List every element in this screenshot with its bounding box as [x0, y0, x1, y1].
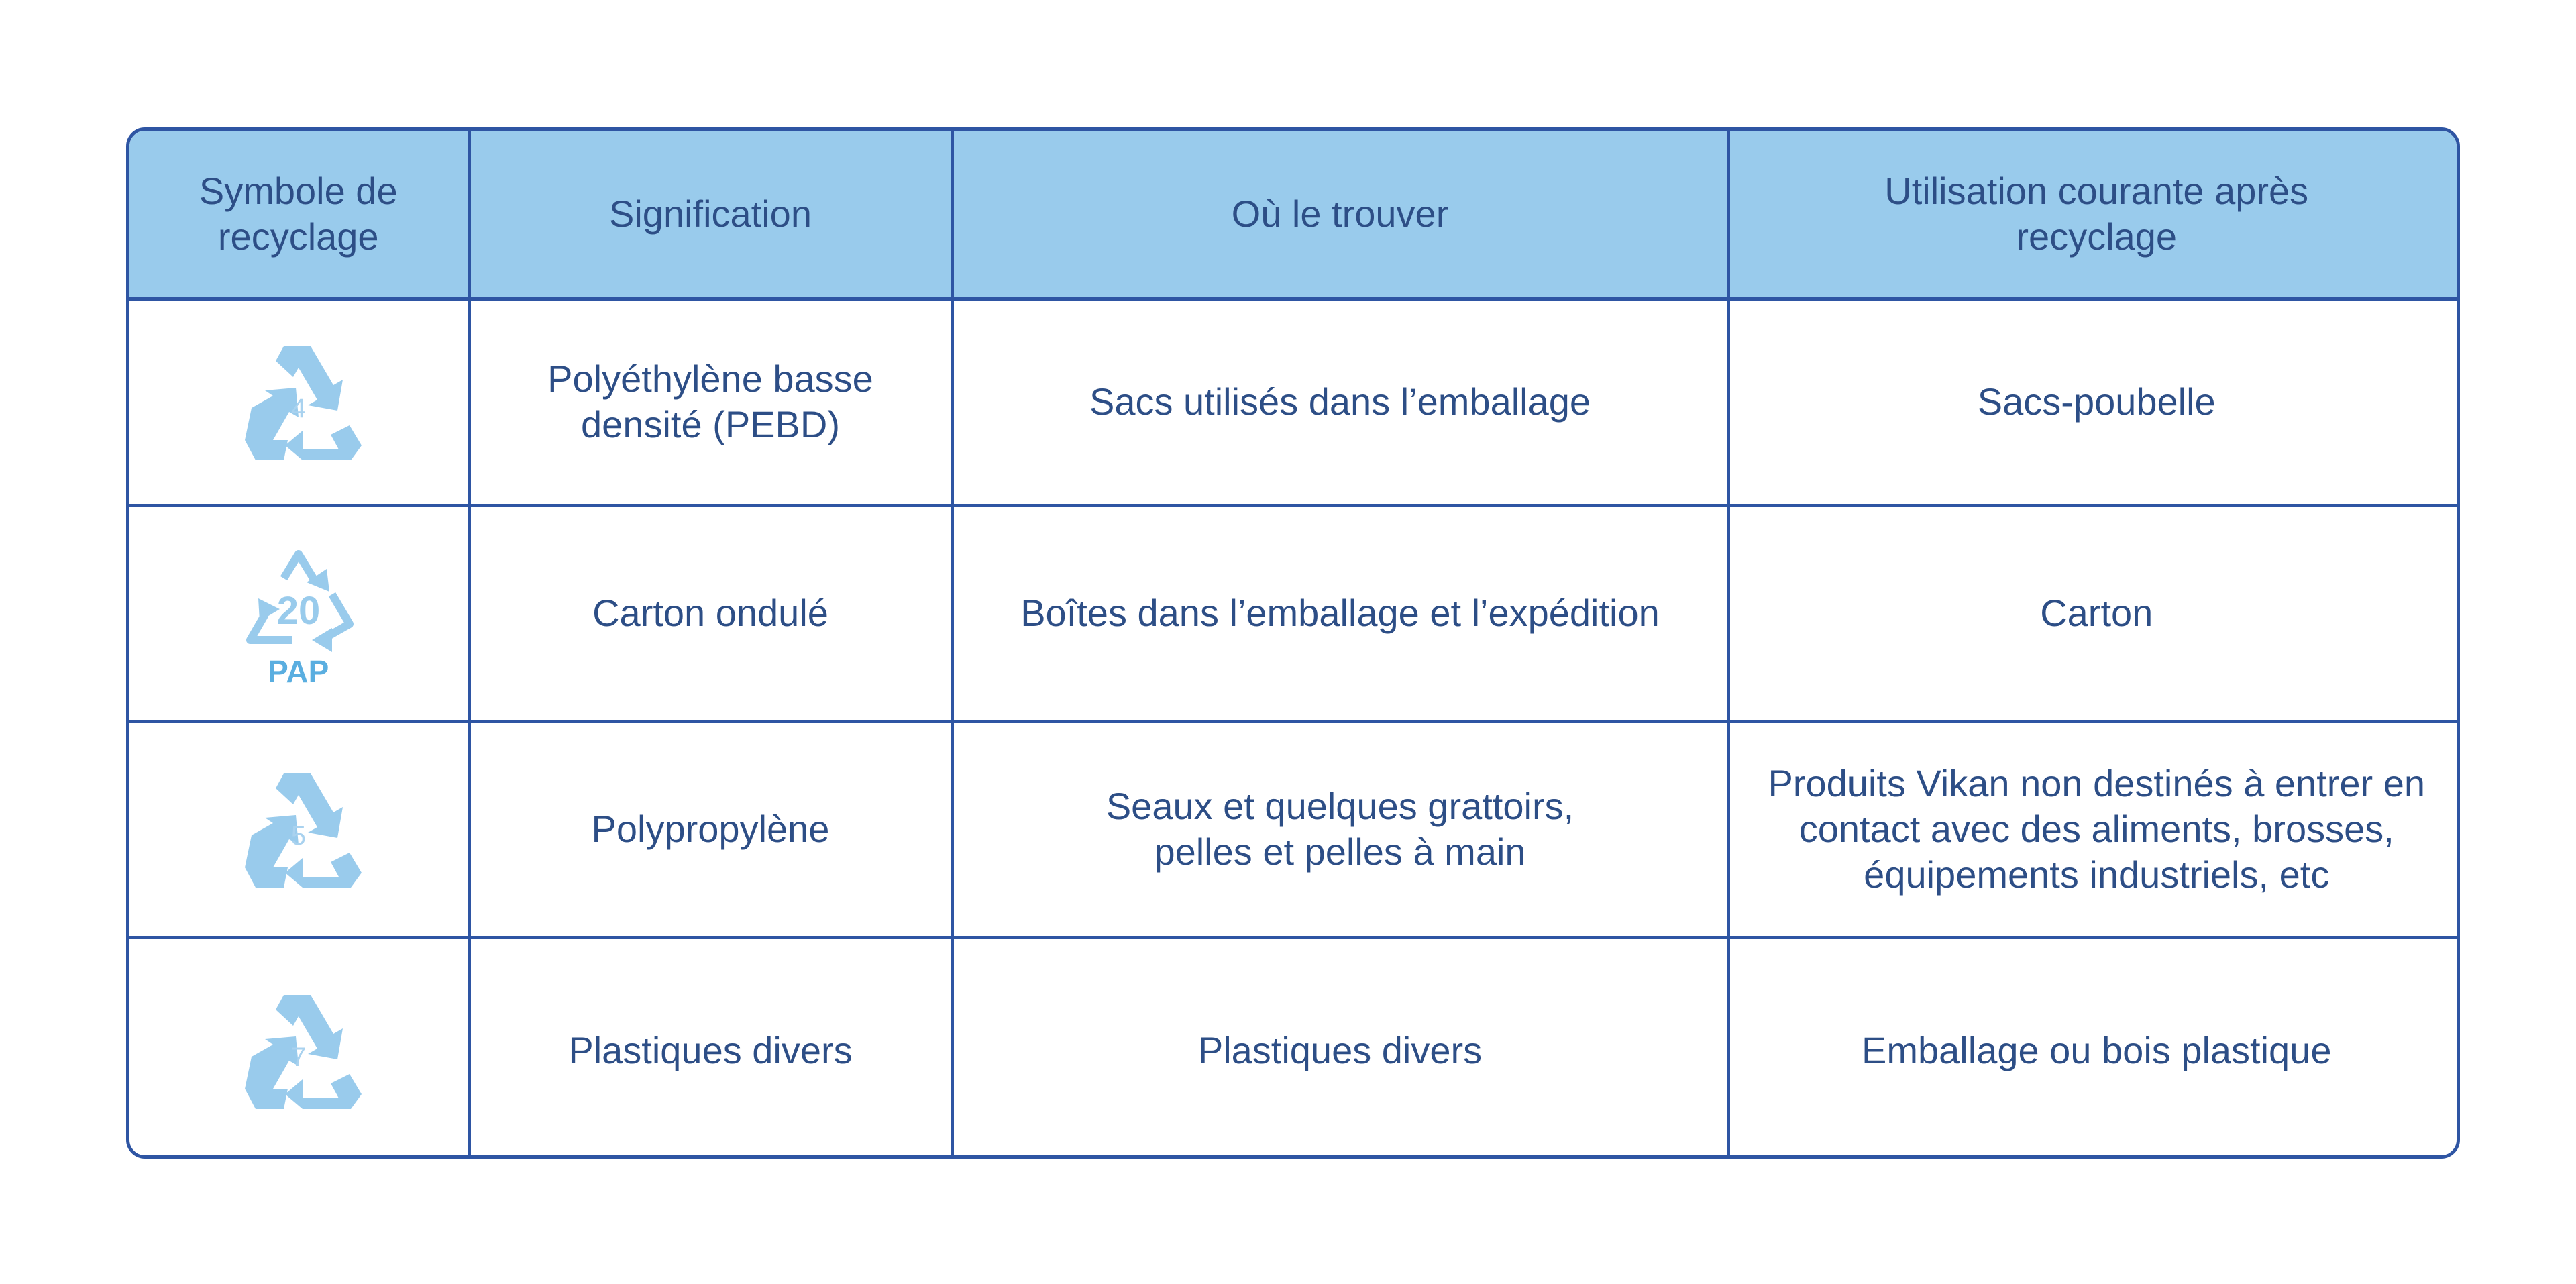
table-row: 20 PAP Carton ondulé Boîtes dans l’embal…: [129, 503, 2457, 723]
use-cell: Produits Vikan non destinés à entrer en …: [1726, 719, 2457, 939]
svg-text:7: 7: [291, 1042, 306, 1072]
meaning-cell: Polyéthylène basse densité (PEBD): [467, 297, 954, 507]
table-header-row: Symbole de recyclage Signification Où le…: [129, 131, 2457, 301]
recycling-symbols-table: Symbole de recyclage Signification Où le…: [129, 131, 2457, 1155]
svg-text:20: 20: [276, 589, 320, 633]
meaning-cell: Plastiques divers: [467, 935, 954, 1155]
where-cell: Plastiques divers: [950, 935, 1730, 1155]
table-row: 7 Plastiques divers Plastiques divers Em…: [129, 935, 2457, 1155]
use-cell: Carton: [1726, 503, 2457, 723]
recycling-table-frame: Symbole de recyclage Signification Où le…: [126, 127, 2460, 1159]
symbol-cell: 5: [129, 719, 471, 939]
svg-text:4: 4: [291, 394, 306, 423]
header-symbol: Symbole de recyclage: [129, 131, 471, 301]
header-where: Où le trouver: [950, 131, 1730, 301]
where-cell: Seaux et quelques grattoirs, pelles et p…: [950, 719, 1730, 939]
where-cell: Boîtes dans l’emballage et l’expédition: [950, 503, 1730, 723]
pap-label: PAP: [268, 654, 329, 689]
meaning-cell: Polypropylène: [467, 719, 954, 939]
table-row: 4 Polyéthylène basse densité (PEBD) Sacs…: [129, 297, 2457, 507]
header-use: Utilisation courante après recyclage: [1726, 131, 2457, 301]
recycle-4-icon: 4: [244, 346, 362, 460]
header-meaning: Signification: [467, 131, 954, 301]
symbol-cell: 20 PAP: [129, 503, 471, 723]
use-cell: Emballage ou bois plastique: [1726, 935, 2457, 1155]
svg-text:5: 5: [291, 821, 306, 851]
recycle-7-icon: 7: [244, 994, 362, 1109]
where-cell: Sacs utilisés dans l’emballage: [950, 297, 1730, 507]
table-row: 5 Polypropylène Seaux et quelques gratto…: [129, 719, 2457, 939]
symbol-cell: 7: [129, 935, 471, 1155]
recycle-20-pap-icon: 20: [246, 550, 354, 652]
recycle-5-icon: 5: [244, 773, 362, 888]
symbol-cell: 4: [129, 297, 471, 507]
use-cell: Sacs-poubelle: [1726, 297, 2457, 507]
meaning-cell: Carton ondulé: [467, 503, 954, 723]
